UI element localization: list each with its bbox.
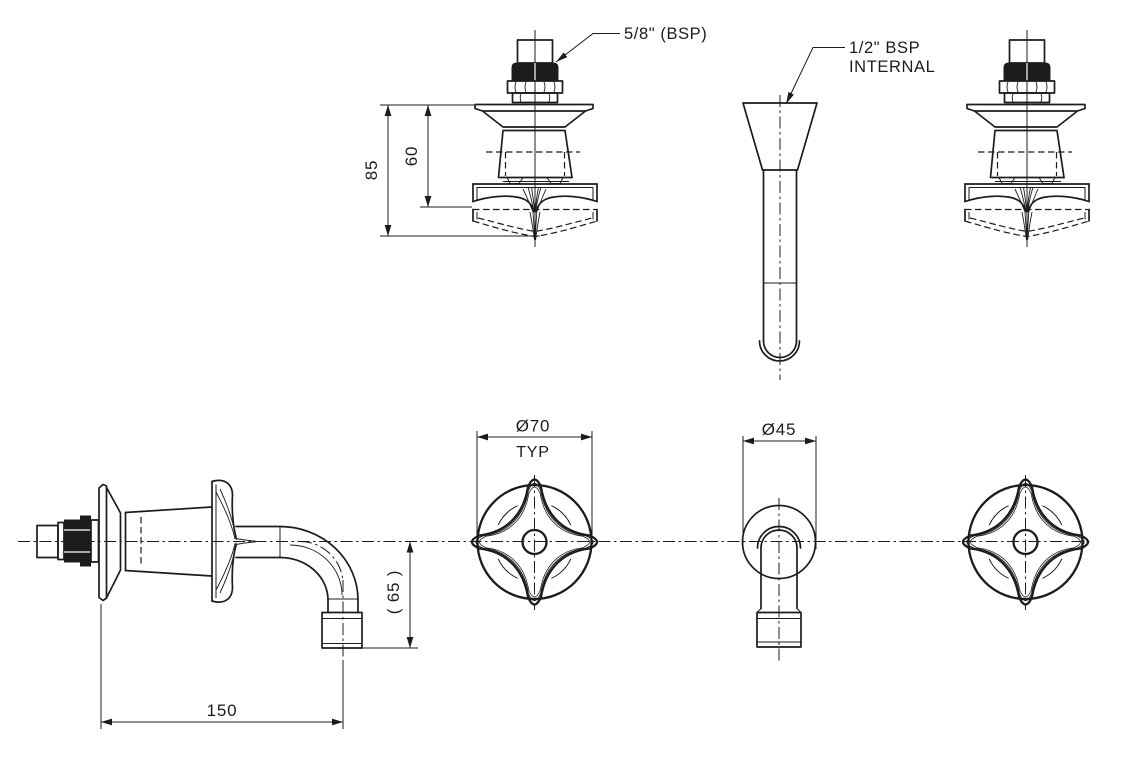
spout-front-view (741, 498, 817, 662)
dimension-handle-diameter-70: Ø70 TYP (476, 417, 593, 540)
dim-dia45-label: Ø45 (762, 420, 797, 439)
bottom-left-handle-front-view (470, 473, 599, 612)
dimension-flange-diameter-45: Ø45 (742, 420, 817, 549)
callout-spindle-thread-label: 5/8" (BSP) (624, 25, 707, 43)
top-left-handle-side-view (472, 29, 598, 248)
dimension-spout-drop-65: ( 65 ) (362, 541, 418, 649)
dim-150-label: 150 (207, 701, 238, 720)
bottom-right-handle-front-view (961, 473, 1090, 612)
assembled-tap-side-view (36, 479, 363, 660)
dim-65-label: ( 65 ) (384, 570, 403, 614)
callout-spout-thread-line2: INTERNAL (849, 58, 935, 76)
dim-dia70-label: Ø70 (516, 417, 551, 436)
callout-spout-thread: 1/2" BSP INTERNAL (785, 39, 935, 105)
dim-85-label: 85 (362, 160, 381, 181)
top-spout-view (742, 95, 818, 380)
callout-spindle-thread: 5/8" (BSP) (555, 25, 707, 63)
dim-typ-label: TYP (516, 444, 550, 461)
dimension-spout-reach-150: 150 (100, 604, 344, 729)
callout-spout-thread-line1: 1/2" BSP (849, 39, 920, 57)
dimension-overall-height-85: 85 (362, 104, 540, 237)
dimension-height-to-handle-60: 60 (402, 105, 472, 208)
top-right-handle-side-view (964, 29, 1090, 248)
dim-60-label: 60 (402, 146, 421, 167)
